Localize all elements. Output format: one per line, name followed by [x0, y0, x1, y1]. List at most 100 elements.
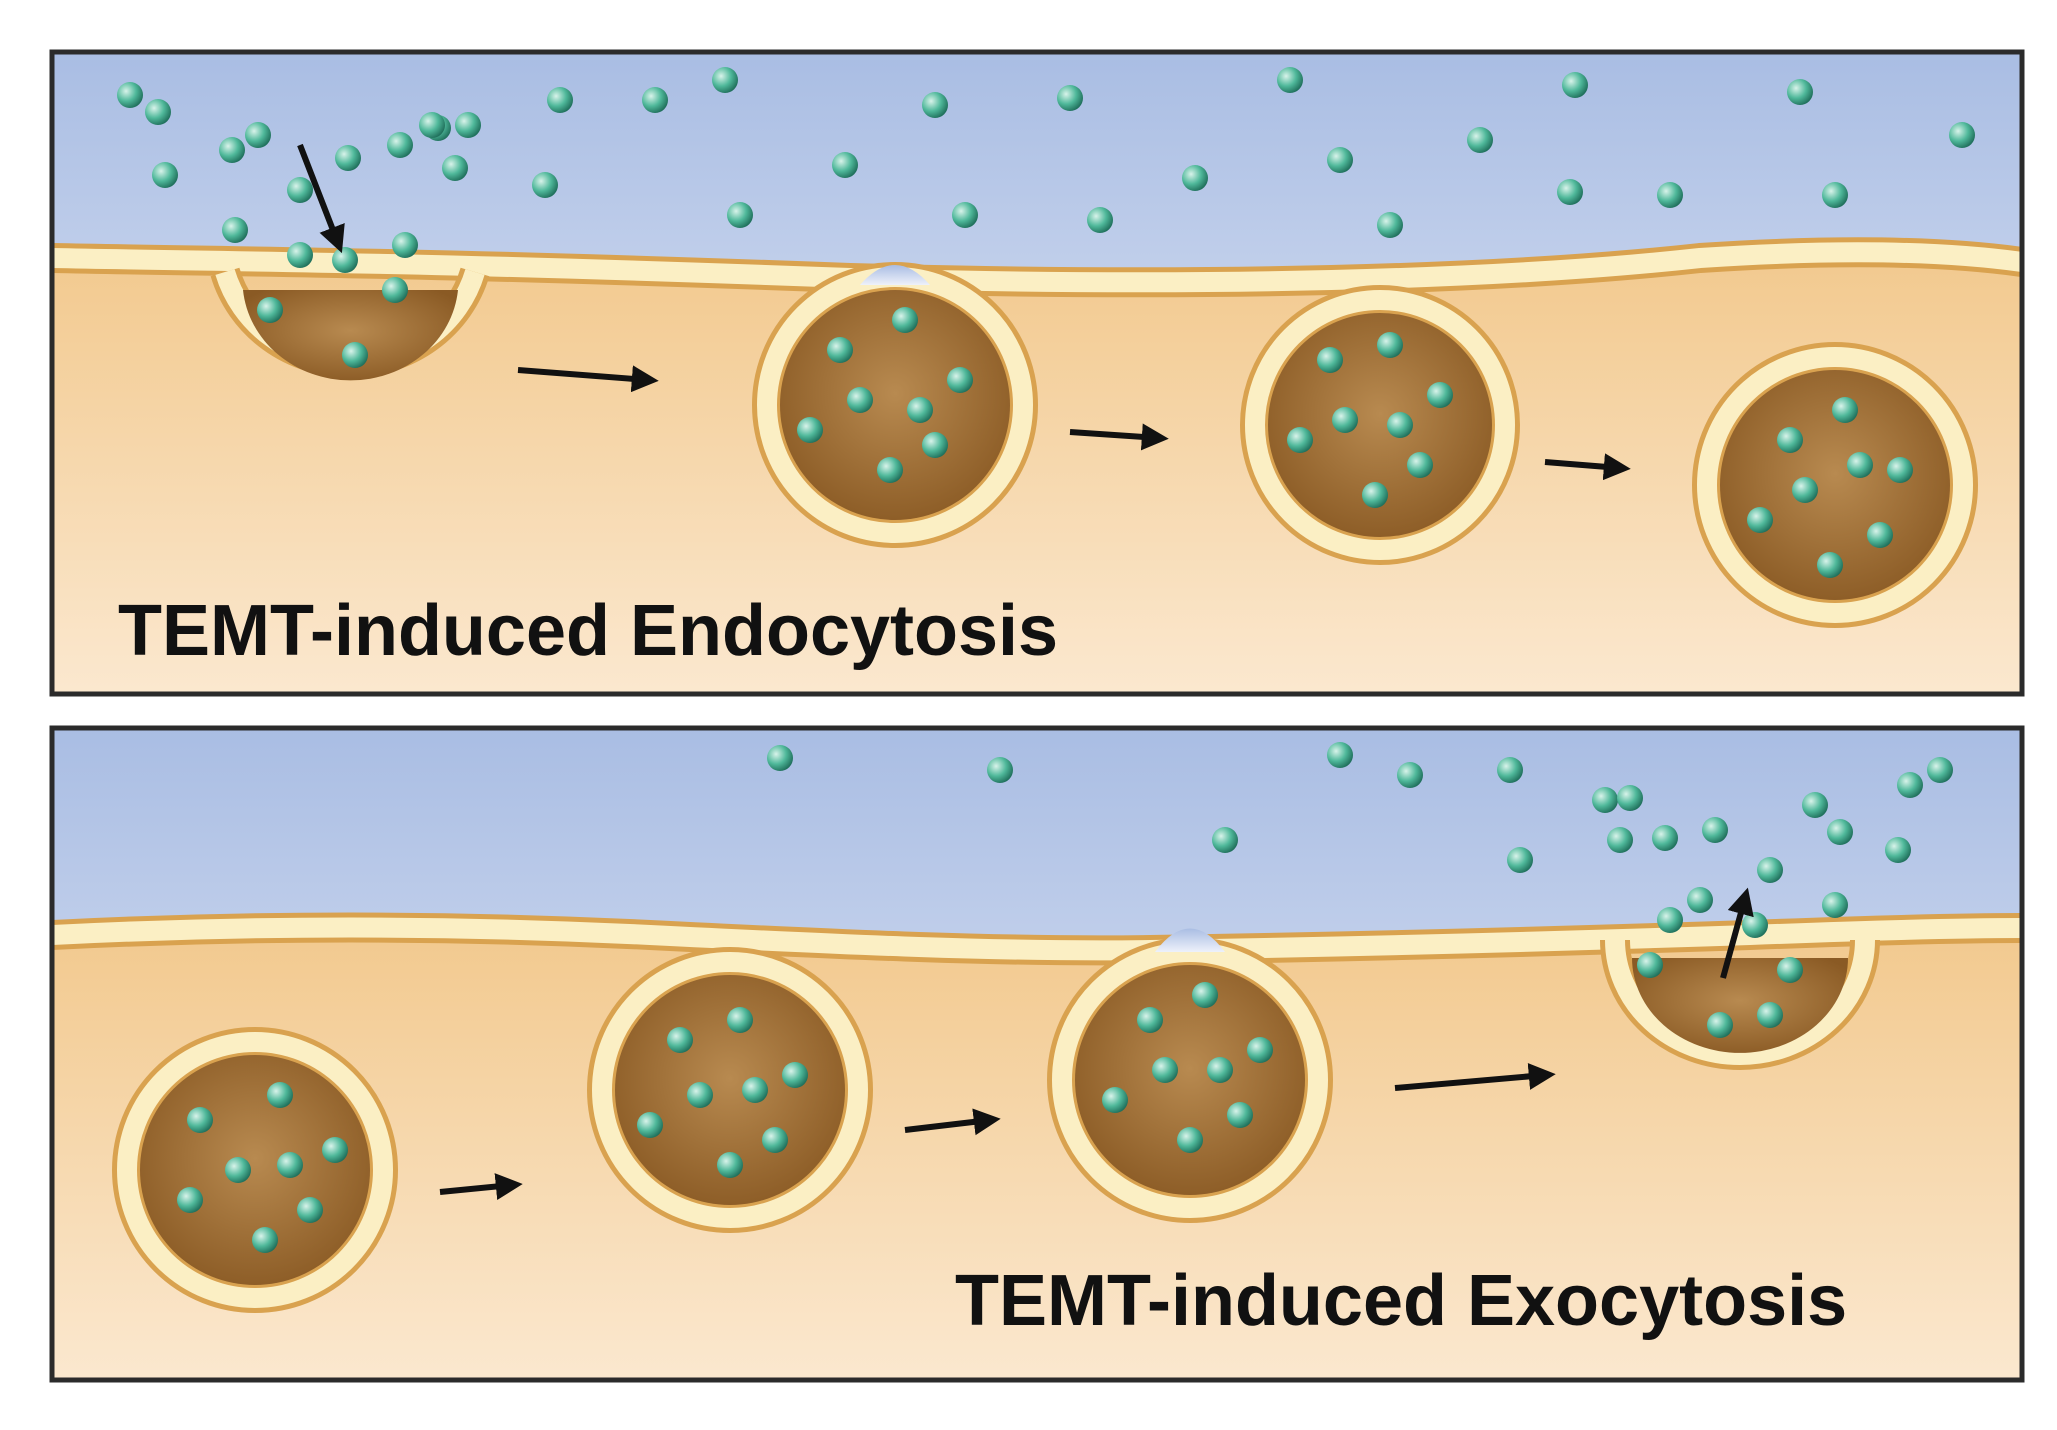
cargo-particle — [1137, 1007, 1163, 1033]
plasma-membrane-highlight — [52, 242, 2022, 293]
cargo-particle — [1777, 957, 1803, 983]
cargo-particle — [419, 112, 445, 138]
cargo-particle — [1832, 397, 1858, 423]
cargo-particle — [222, 217, 248, 243]
cargo-particle — [1177, 1127, 1203, 1153]
cargo-particle — [1057, 85, 1083, 111]
cargo-particle — [335, 145, 361, 171]
vesicle-pinching — [752, 262, 1038, 548]
cargo-particle — [219, 137, 245, 163]
cargo-particle — [1362, 482, 1388, 508]
cargo-particle — [1847, 452, 1873, 478]
cargo-particle — [1885, 837, 1911, 863]
cargo-particle — [297, 1197, 323, 1223]
cargo-particle — [1387, 412, 1413, 438]
cargo-particle — [145, 99, 171, 125]
cargo-particle — [1407, 452, 1433, 478]
cargo-particle — [1657, 907, 1683, 933]
particles-endocytosis — [117, 67, 1975, 578]
cargo-particle — [1707, 1012, 1733, 1038]
cargo-particle — [1212, 827, 1238, 853]
cargo-particle — [1887, 457, 1913, 483]
cargo-particle — [1467, 127, 1493, 153]
cargo-particle — [642, 87, 668, 113]
particles-exocytosis — [177, 742, 1953, 1253]
cargo-particle — [1497, 757, 1523, 783]
cargo-particle — [1182, 165, 1208, 191]
cargo-particle — [1817, 552, 1843, 578]
cargo-particle — [1757, 1002, 1783, 1028]
cargo-particle — [1742, 912, 1768, 938]
vesicle-approaching-membrane — [587, 947, 873, 1233]
cargo-particle — [827, 337, 853, 363]
cargo-particle — [1377, 332, 1403, 358]
cargo-particle — [1327, 147, 1353, 173]
cargo-particle — [1287, 427, 1313, 453]
cargo-particle — [455, 112, 481, 138]
cargo-particle — [1277, 67, 1303, 93]
cargo-particle — [1652, 825, 1678, 851]
panel-title-exocytosis: TEMT-induced Exocytosis — [955, 1261, 1847, 1341]
arrow-step-1 — [517, 365, 659, 393]
cargo-particle — [987, 757, 1013, 783]
cargo-particle — [742, 1077, 768, 1103]
cargo-particle — [257, 297, 283, 323]
cargo-particle — [1102, 1087, 1128, 1113]
plasma-membrane-highlight — [52, 917, 2022, 961]
cargo-particle — [1607, 827, 1633, 853]
cargo-particle — [1702, 817, 1728, 843]
cargo-particle — [392, 232, 418, 258]
panel-title-endocytosis: TEMT-induced Endocytosis — [118, 591, 1058, 671]
cytoplasm — [52, 252, 2022, 694]
cargo-particle — [1792, 477, 1818, 503]
cargo-particle — [952, 202, 978, 228]
cargo-particle — [287, 177, 313, 203]
cargo-particle — [947, 367, 973, 393]
cargo-particle — [1332, 407, 1358, 433]
panel-exocytosis: TEMT-induced Exocytosis — [49, 725, 2025, 1383]
cargo-particle — [1562, 72, 1588, 98]
cargo-particle — [1747, 507, 1773, 533]
cargo-particle — [907, 397, 933, 423]
cargo-particle — [922, 432, 948, 458]
vesicle-cytoplasmic — [112, 1027, 398, 1313]
cargo-particle — [1802, 792, 1828, 818]
cargo-particle — [1787, 79, 1813, 105]
cargo-particle — [637, 1112, 663, 1138]
cargo-particle — [1507, 847, 1533, 873]
panel-endocytosis: TEMT-induced Endocytosis — [49, 49, 2025, 697]
cargo-particle — [1777, 427, 1803, 453]
cargo-particle — [667, 1027, 693, 1053]
cargo-particle — [797, 417, 823, 443]
cargo-particle — [225, 1157, 251, 1183]
arrow-entry — [297, 143, 345, 254]
panel-frame-exocytosis — [49, 725, 2025, 1383]
cargo-particle — [1637, 952, 1663, 978]
cargo-particle — [847, 387, 873, 413]
cargo-particle — [1207, 1057, 1233, 1083]
cargo-particle — [177, 1187, 203, 1213]
cargo-particle — [1557, 179, 1583, 205]
cargo-particle — [727, 1007, 753, 1033]
cargo-particle — [727, 202, 753, 228]
cargo-particle — [1657, 182, 1683, 208]
arrow-step-3 — [1394, 1062, 1556, 1091]
cargo-particle — [152, 162, 178, 188]
cargo-particle — [1592, 787, 1618, 813]
panel-frame-endocytosis — [49, 49, 2025, 697]
cargo-particle — [1617, 785, 1643, 811]
cargo-particle — [532, 172, 558, 198]
cargo-particle — [245, 122, 271, 148]
cargo-particle — [1087, 207, 1113, 233]
arrow-step-3 — [1544, 453, 1631, 481]
cytoplasm — [52, 927, 2022, 1380]
cargo-particle — [332, 247, 358, 273]
cargo-particle — [442, 155, 468, 181]
cargo-particle — [1247, 1037, 1273, 1063]
vesicle-docking — [1047, 928, 1333, 1223]
cargo-particle — [767, 745, 793, 771]
cargo-particle — [1427, 382, 1453, 408]
arrow-release — [1720, 887, 1754, 979]
cargo-particle — [762, 1127, 788, 1153]
